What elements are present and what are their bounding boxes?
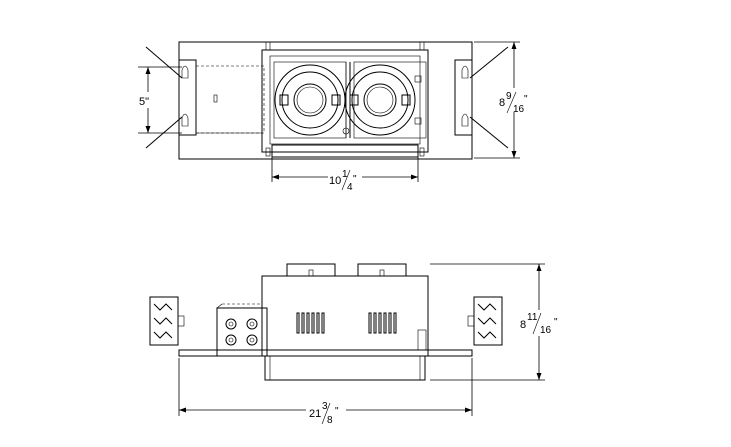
height-dim-unit: ": [554, 317, 558, 328]
top-view-depth-dimension: 8 9 16 ": [474, 41, 530, 159]
top-view-height-label: 5": [139, 96, 149, 108]
top-view: 5" 8 9 16 " 10 1 4 ": [136, 41, 530, 193]
width-dim-denominator: 4: [347, 182, 353, 193]
top-view-height-dimension: 5": [136, 66, 182, 134]
width-dim-whole: 10: [329, 175, 341, 187]
depth-dim-numerator: 9: [506, 91, 512, 102]
lamp-module-right: [344, 61, 427, 139]
side-view-length-dimension: 21 3 8 ": [178, 358, 473, 426]
side-view: 8 11 16 " 21 3 8 ": [149, 263, 564, 426]
top-view-junction-box: [195, 65, 265, 134]
right-bracket: [454, 59, 473, 136]
side-view-junction-box: [216, 303, 268, 357]
side-view-height-dimension: 8 11 16 ": [430, 263, 564, 381]
lamp-module-left: [273, 61, 347, 139]
vent-slots-left: [296, 312, 325, 334]
length-dim-numerator: 3: [322, 401, 328, 412]
top-view-bottom-flange: [271, 144, 419, 158]
top-view-width-dimension: 10 1 4 ": [271, 157, 419, 193]
depth-dim-whole: 8: [499, 97, 505, 109]
height-dim-whole: 8: [520, 319, 526, 331]
length-dim-unit: ": [335, 406, 339, 417]
width-dim-unit: ": [353, 174, 357, 185]
height-dim-denominator: 16: [540, 325, 552, 336]
depth-dim-unit: ": [524, 94, 528, 105]
vent-slots-right: [368, 312, 397, 334]
height-dim-numerator: 11: [527, 312, 538, 323]
side-view-lower-trim: [264, 355, 426, 381]
left-bracket: [178, 59, 197, 136]
side-view-right-bracket: [467, 296, 503, 346]
depth-dim-denominator: 16: [513, 104, 525, 115]
top-view-housing-inner: [269, 55, 421, 145]
side-view-housing: [261, 275, 429, 357]
length-dim-whole: 21: [309, 408, 321, 420]
side-view-left-bracket: [149, 296, 185, 346]
length-dim-denominator: 8: [327, 415, 333, 426]
width-dim-numerator: 1: [342, 169, 348, 180]
